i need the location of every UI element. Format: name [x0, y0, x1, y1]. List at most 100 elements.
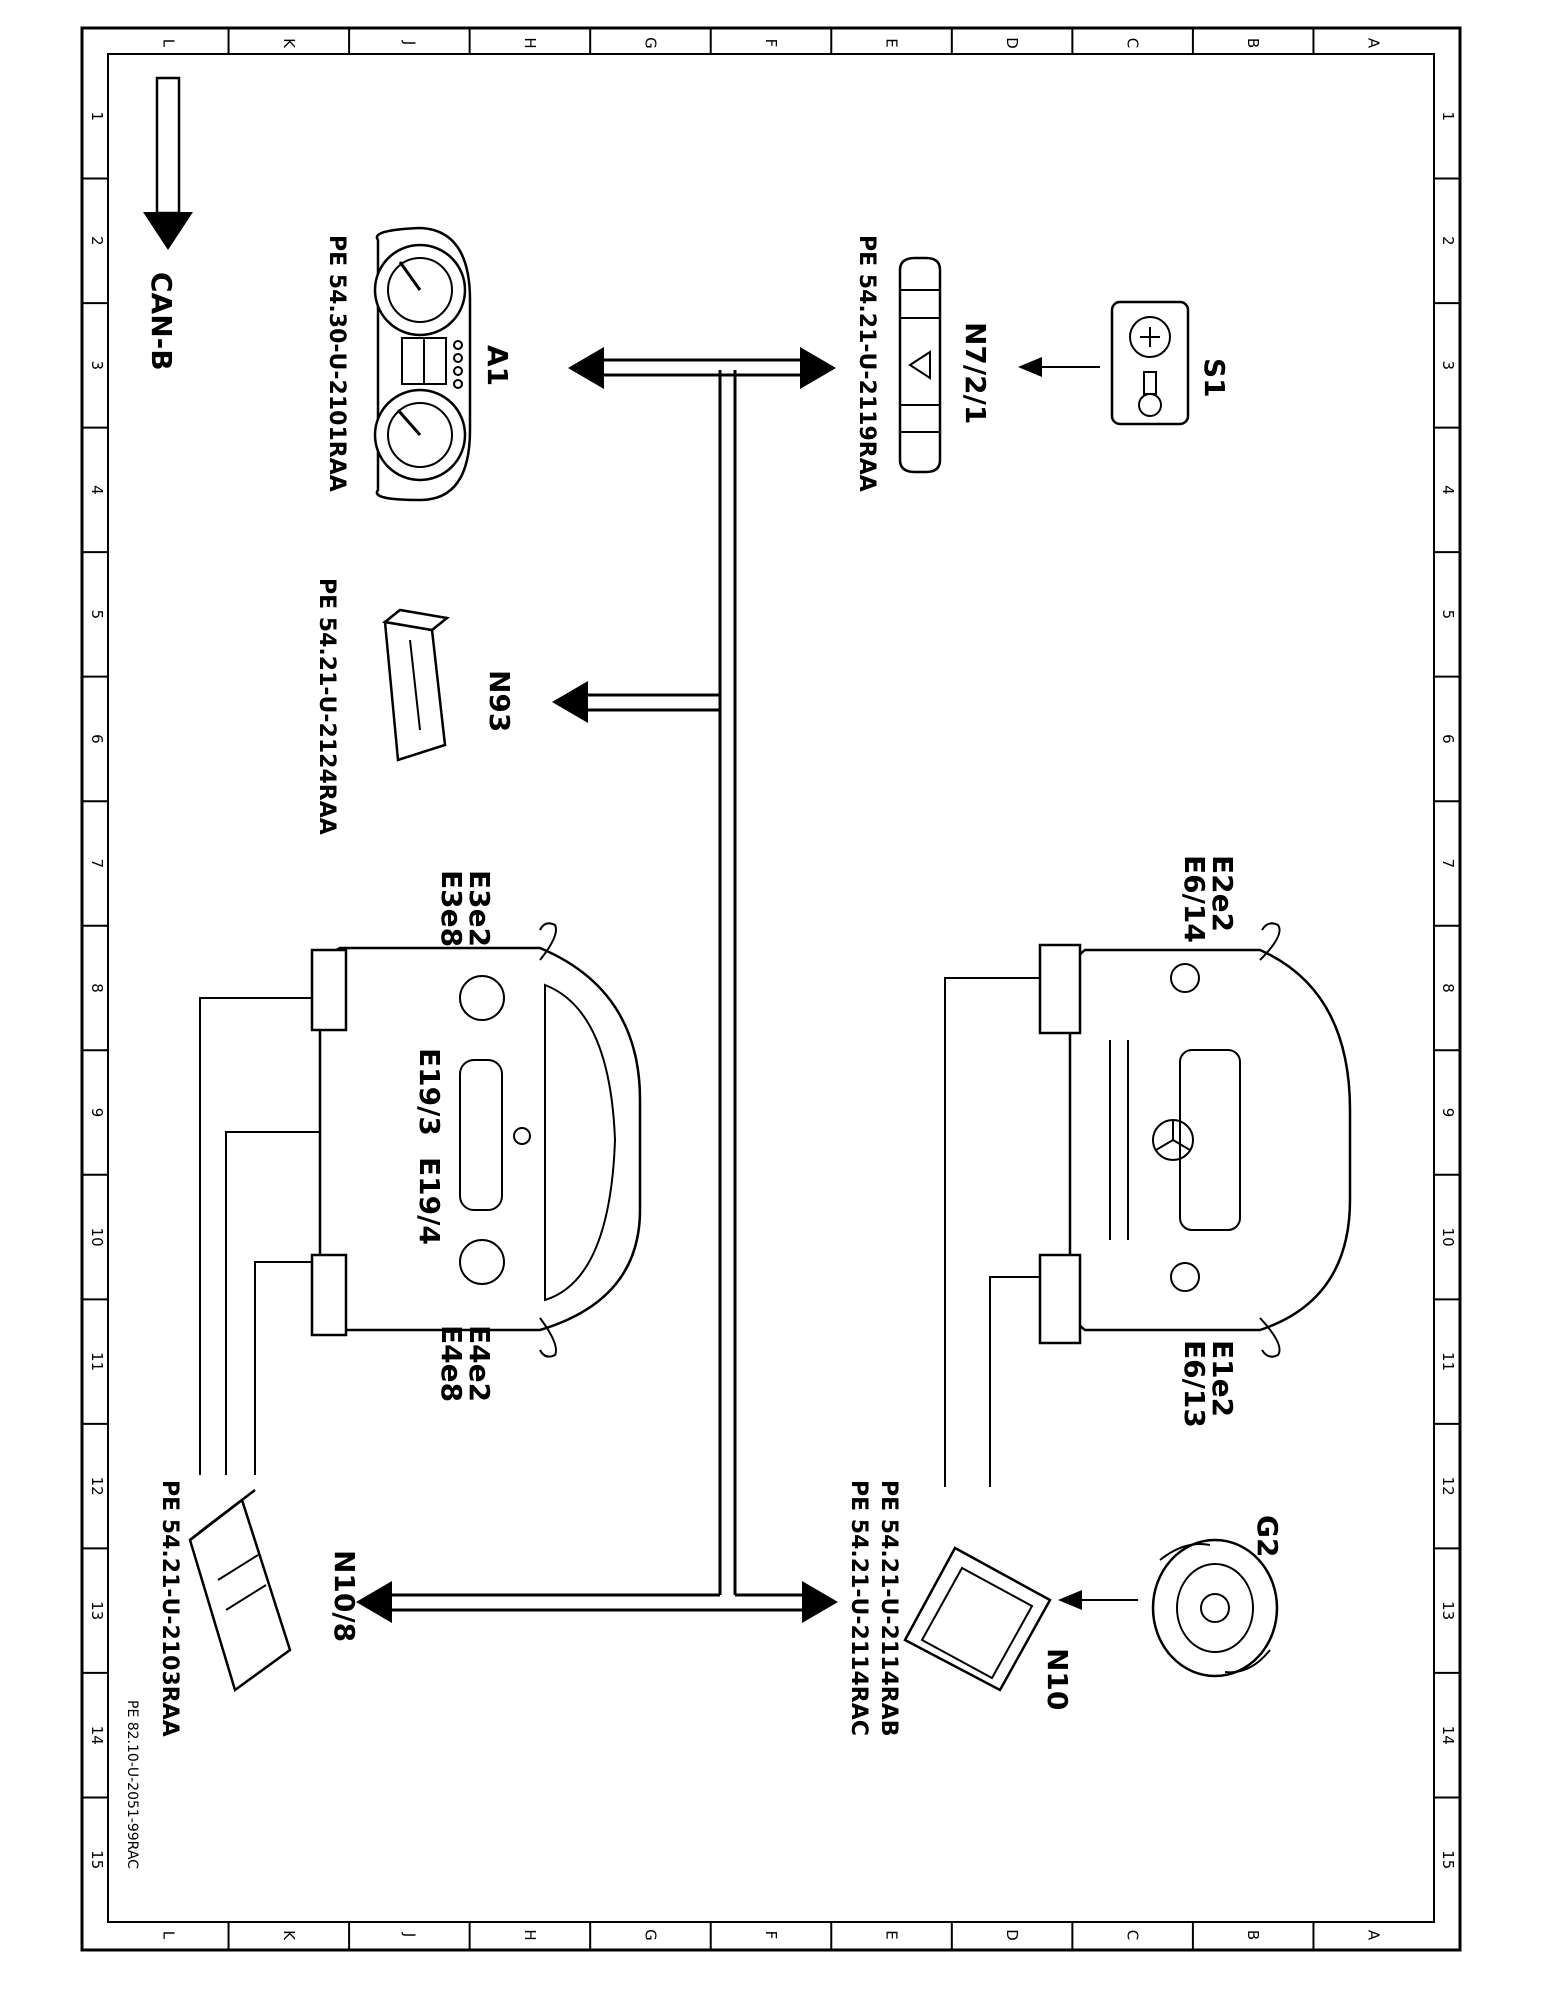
grid-row-7-left: 7 — [88, 859, 106, 869]
grid-row-8-left: 8 — [88, 983, 106, 993]
grid-col-C-bottom: C — [1124, 1930, 1142, 1940]
n93-module: N93 PE 54.21-U-2124RAA — [314, 578, 516, 835]
n10-8-module: N10/8 PE 54.21-U-2103RAA — [157, 1480, 361, 1737]
grid-row-15-left: 15 — [88, 1850, 106, 1869]
arrow-to-n10-8 — [356, 1581, 392, 1623]
n10-label: N10 — [1041, 1648, 1074, 1710]
grid-row-14-left: 14 — [88, 1726, 106, 1745]
grid-row-2-left: 2 — [88, 236, 106, 246]
s1-switch: S1 — [1110, 300, 1231, 426]
grid-col-L-top: L — [159, 39, 177, 48]
can-bus-lines — [356, 347, 1138, 1623]
s1-label: S1 — [1198, 358, 1231, 398]
a1-label: A1 — [481, 345, 514, 386]
n10-8-label: N10/8 — [328, 1550, 361, 1642]
footer-ref: PE 82.10-U-2051-99RAC — [124, 1700, 140, 1869]
a1-instrument-cluster: A1 PE 54.30-U-2101RAA — [324, 226, 514, 502]
footer-doc-ref: PE 82.10-U-2051-99RAC — [124, 1700, 140, 1869]
n93-label: N93 — [483, 670, 516, 732]
can-b-label: CAN-B — [145, 272, 178, 371]
grid-row-3-left: 3 — [88, 361, 106, 371]
n10-8-ref: PE 54.21-U-2103RAA — [157, 1480, 182, 1737]
arrow-to-n72-1 — [800, 347, 836, 389]
grid-col-J-bottom: J — [400, 1932, 418, 1937]
grid-col-C-top: C — [1124, 38, 1142, 48]
g2-label: G2 — [1251, 1515, 1284, 1557]
front-car-view — [1038, 922, 1352, 1358]
grid-col-J-top: J — [400, 40, 418, 45]
arrow-to-a1 — [568, 347, 604, 389]
e19-4-label: E19/4 — [413, 1157, 446, 1245]
e3e2-label: E3e2 — [463, 870, 496, 947]
arrow-to-n93 — [552, 681, 588, 723]
grid-row-5-left: 5 — [88, 610, 106, 620]
grid-col-F-top: F — [762, 39, 780, 48]
grid-col-D-bottom: D — [1003, 1929, 1021, 1941]
arrow-s1-to-n72-1 — [1018, 357, 1042, 377]
arrow-to-n10 — [802, 1581, 838, 1623]
e2e2-label: E2e2 — [1206, 855, 1239, 932]
grid-row-1-left: 1 — [88, 111, 106, 121]
grid-row-9-left: 9 — [88, 1108, 106, 1118]
grid-row-4-left: 4 — [88, 485, 106, 495]
n72-1-label: N7/2/1 — [959, 322, 992, 424]
grid-col-B-top: B — [1244, 38, 1262, 48]
e4e8-label: E4e8 — [435, 1325, 468, 1402]
e6-13-label: E6/13 — [1178, 1340, 1211, 1428]
grid-col-K-top: K — [280, 38, 298, 49]
a1-ref: PE 54.30-U-2101RAA — [324, 235, 349, 492]
outer-frame — [80, 26, 1462, 1952]
grid-col-E-bottom: E — [883, 1930, 901, 1939]
grid-col-H-bottom: H — [521, 1929, 539, 1940]
grid-row-10-right: 10 — [1439, 1228, 1457, 1247]
g2-alternator: G2 — [1151, 1515, 1284, 1678]
grid-row-10-left: 10 — [88, 1228, 106, 1247]
grid-col-G-top: G — [641, 37, 659, 49]
grid-row-2-right: 2 — [1439, 236, 1457, 246]
n72-1-switch-panel: N7/2/1 PE 54.21-U-2119RAA — [854, 235, 992, 492]
grid-col-A-bottom: A — [1365, 1930, 1383, 1941]
grid-row-14-right: 14 — [1439, 1726, 1457, 1745]
n72-1-ref: PE 54.21-U-2119RAA — [854, 235, 879, 492]
e6-14-label: E6/14 — [1178, 855, 1211, 943]
inner-frame — [107, 53, 1435, 1923]
e4e2-label: E4e2 — [463, 1325, 496, 1402]
grid-row-13-left: 13 — [88, 1601, 106, 1620]
e3e8-label: E3e8 — [435, 870, 468, 947]
grid-row-7-right: 7 — [1439, 859, 1457, 869]
grid-row-9-right: 9 — [1439, 1108, 1457, 1118]
grid-row-11-right: 11 — [1439, 1352, 1457, 1371]
grid-col-A-top: A — [1365, 38, 1383, 49]
legend-arrow-head — [143, 212, 193, 250]
grid-row-8-right: 8 — [1439, 983, 1457, 993]
grid-col-E-top: E — [883, 38, 901, 47]
grid-col-F-bottom: F — [762, 1931, 780, 1940]
n10-module: N10 PE 54.21-U-2114RAB PE 54.21-U-2114RA… — [846, 1480, 1074, 1737]
grid-col-H-top: H — [521, 37, 539, 48]
legend-arrow-shaft — [155, 76, 181, 215]
rear-car-view — [310, 922, 642, 1358]
e1e2-label: E1e2 — [1206, 1340, 1239, 1417]
n10-ref-1: PE 54.21-U-2114RAB — [876, 1480, 901, 1737]
grid-col-K-bottom: K — [280, 1930, 298, 1941]
grid-col-L-bottom: L — [159, 1931, 177, 1940]
grid-row-6-right: 6 — [1439, 734, 1457, 744]
grid-row-4-right: 4 — [1439, 485, 1457, 495]
grid-row-5-right: 5 — [1439, 610, 1457, 620]
grid-row-12-left: 12 — [88, 1477, 106, 1496]
grid-row-13-right: 13 — [1439, 1601, 1457, 1620]
grid-row-6-left: 6 — [88, 734, 106, 744]
n93-ref: PE 54.21-U-2124RAA — [314, 578, 339, 835]
grid-row-15-right: 15 — [1439, 1850, 1457, 1869]
grid-row-3-right: 3 — [1439, 361, 1457, 371]
n10-ref-2: PE 54.21-U-2114RAC — [846, 1480, 871, 1736]
grid-col-G-bottom: G — [641, 1929, 659, 1941]
grid-col-B-bottom: B — [1244, 1930, 1262, 1940]
e19-3-label: E19/3 — [413, 1048, 446, 1136]
grid-row-11-left: 11 — [88, 1352, 106, 1371]
grid-row-1-right: 1 — [1439, 111, 1457, 121]
can-b-legend: CAN-B — [143, 76, 193, 371]
grid-col-D-top: D — [1003, 37, 1021, 49]
